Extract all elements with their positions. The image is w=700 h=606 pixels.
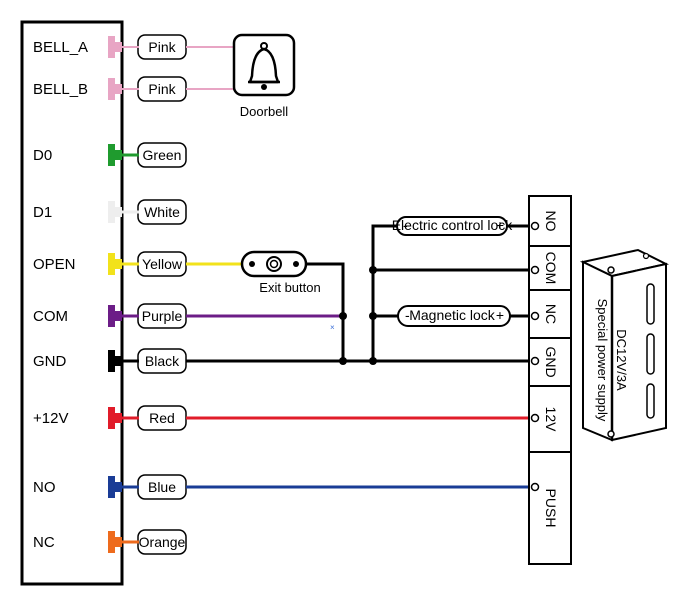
svg-text:+: + — [496, 307, 504, 323]
svg-text:-: - — [403, 217, 408, 233]
connector-tab — [108, 36, 122, 58]
terminal-screw — [530, 356, 540, 366]
svg-text:×: × — [330, 323, 335, 332]
exit-button-label: Exit button — [259, 280, 320, 295]
doorbell: Doorbell — [232, 33, 296, 119]
terminal-label: NC — [33, 534, 55, 551]
terminal-label: D0 — [33, 147, 52, 164]
wire-color-label: Purple — [142, 308, 183, 324]
terminal-label: D1 — [33, 204, 52, 221]
terminal-screw — [530, 413, 540, 423]
junction-dot — [369, 266, 377, 274]
terminal-screw — [530, 265, 540, 275]
wire-color-label: Yellow — [142, 256, 183, 272]
terminal-label: BELL_B — [33, 81, 88, 98]
svg-text:-: - — [405, 307, 410, 323]
connector-tab — [108, 350, 122, 372]
bell-icon — [248, 42, 280, 90]
exit-button: Exit button — [240, 250, 321, 295]
terminal-screw — [530, 482, 540, 492]
terminal-label: COM — [33, 308, 68, 325]
exit-button-return-wire — [306, 262, 345, 361]
psu-rating: DC12V/3A — [614, 329, 629, 391]
lock-terminal-block: NO COM NC GND 12V PUSH — [528, 195, 572, 565]
wire-color-label: Orange — [139, 534, 186, 550]
terminal-block-label: 12V — [543, 407, 559, 433]
power-supply: DC12V/3A Special power supply — [579, 248, 669, 442]
wire-color-label: Pink — [148, 39, 176, 55]
wire-color-label: White — [144, 204, 180, 220]
wire-color-label: Red — [149, 410, 175, 426]
wire-color-label: Pink — [148, 81, 176, 97]
terminal-label: BELL_A — [33, 39, 88, 56]
connector-tab — [108, 531, 122, 553]
connector-tab — [108, 78, 122, 100]
terminal-label: NO — [33, 479, 56, 496]
svg-text:+: + — [496, 217, 504, 233]
doorbell-label: Doorbell — [240, 104, 289, 119]
electric-lock: - Electric control lock + — [392, 216, 514, 236]
wire-color-label: Black — [145, 353, 180, 369]
terminal-label: GND — [33, 353, 67, 370]
terminal-block-body — [528, 195, 572, 565]
junction-dot — [339, 312, 347, 320]
wire-color-label: Green — [143, 147, 182, 163]
terminal-block-label: NO — [543, 211, 559, 232]
terminal-screw — [530, 311, 540, 321]
junction-dot — [369, 312, 377, 320]
magnetic-lock: - Magnetic lock + — [397, 305, 511, 327]
connector-tab — [108, 305, 122, 327]
connector-tab — [108, 144, 122, 166]
connector-tab — [108, 407, 122, 429]
terminal-label: OPEN — [33, 256, 76, 273]
terminal-block-label: PUSH — [543, 489, 559, 528]
terminal-screw — [530, 221, 540, 231]
lock-bus-wire — [371, 224, 400, 361]
terminal-block-label: NC — [543, 304, 559, 324]
connector-tab — [108, 201, 122, 223]
connector-tab — [108, 253, 122, 275]
electric-lock-label: Electric control lock — [392, 217, 514, 233]
terminal-block-label: COM — [543, 252, 559, 285]
terminal-label: +12V — [33, 410, 68, 427]
controller-body — [20, 20, 124, 586]
terminal-block-label: GND — [543, 346, 559, 377]
connector-tab — [108, 476, 122, 498]
junction-dot — [339, 357, 347, 365]
junction-dot — [369, 357, 377, 365]
wire-color-label: Blue — [148, 479, 176, 495]
magnetic-lock-label: Magnetic lock — [409, 307, 496, 323]
psu-description: Special power supply — [595, 299, 610, 422]
